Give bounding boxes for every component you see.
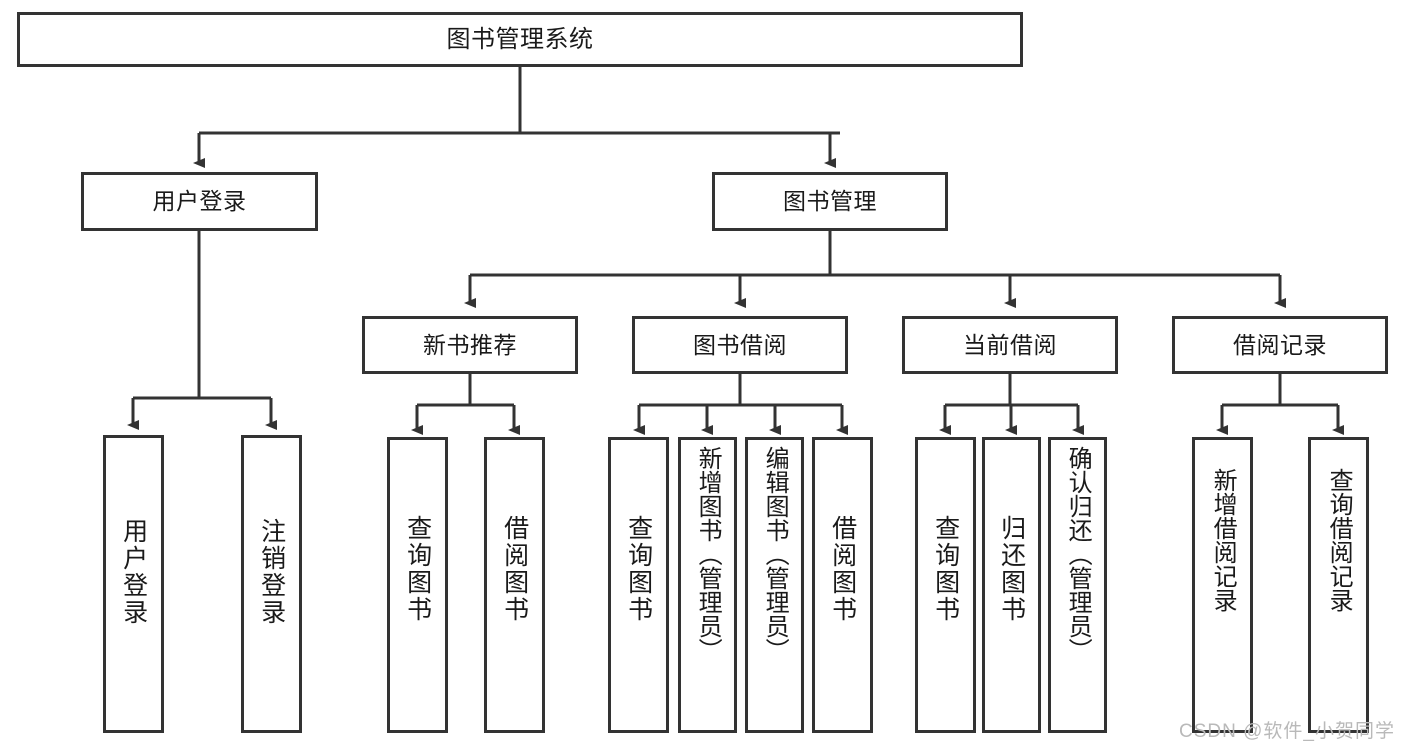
leaf-query-book-1[interactable]: 查询图书	[387, 437, 448, 733]
node-label: 新增图书（管理员）	[694, 446, 722, 662]
leaf-return-book[interactable]: 归还图书	[982, 437, 1041, 733]
node-label: 借阅图书	[500, 515, 529, 623]
node-label: 编辑图书（管理员）	[761, 446, 789, 662]
leaf-logout[interactable]: 注销登录	[241, 435, 302, 733]
node-label: 图书管理	[783, 188, 877, 214]
node-label: 借阅图书	[828, 515, 857, 623]
node-new-book-recommend[interactable]: 新书推荐	[362, 316, 578, 374]
node-label: 用户登录	[152, 188, 247, 214]
node-label: 查询图书	[931, 515, 960, 623]
leaf-edit-book-admin[interactable]: 编辑图书（管理员）	[745, 437, 804, 733]
node-label: 查询图书	[403, 515, 432, 623]
node-label: 新书推荐	[423, 331, 517, 358]
node-book-manage[interactable]: 图书管理	[712, 172, 948, 231]
node-borrow-record[interactable]: 借阅记录	[1172, 316, 1388, 374]
node-current-borrow[interactable]: 当前借阅	[902, 316, 1118, 374]
node-label: 借阅记录	[1233, 331, 1327, 358]
node-label: 新增借阅记录	[1209, 468, 1237, 612]
leaf-confirm-return-admin[interactable]: 确认归还（管理员）	[1048, 437, 1107, 733]
node-user-login[interactable]: 用户登录	[81, 172, 318, 231]
leaf-borrow-book-2[interactable]: 借阅图书	[812, 437, 873, 733]
node-label: 图书借阅	[693, 331, 787, 358]
node-label: 查询图书	[624, 515, 653, 623]
leaf-add-borrow-record[interactable]: 新增借阅记录	[1192, 437, 1253, 733]
node-label: 当前借阅	[963, 331, 1057, 358]
leaf-user-login[interactable]: 用户登录	[103, 435, 164, 733]
node-book-borrow[interactable]: 图书借阅	[632, 316, 848, 374]
node-label: 用户登录	[119, 518, 148, 626]
csdn-watermark: CSDN @软件_小贺同学	[1179, 721, 1395, 742]
node-root-system[interactable]: 图书管理系统	[17, 12, 1023, 67]
node-label: 查询借阅记录	[1325, 468, 1353, 612]
leaf-query-book-2[interactable]: 查询图书	[608, 437, 669, 733]
node-label: 图书管理系统	[446, 25, 594, 53]
leaf-query-book-3[interactable]: 查询图书	[915, 437, 976, 733]
node-label: 确认归还（管理员）	[1064, 446, 1092, 662]
node-label: 注销登录	[257, 518, 286, 626]
leaf-add-book-admin[interactable]: 新增图书（管理员）	[678, 437, 737, 733]
leaf-borrow-book-1[interactable]: 借阅图书	[484, 437, 545, 733]
node-label: 归还图书	[997, 515, 1026, 623]
leaf-query-borrow-record[interactable]: 查询借阅记录	[1308, 437, 1369, 733]
